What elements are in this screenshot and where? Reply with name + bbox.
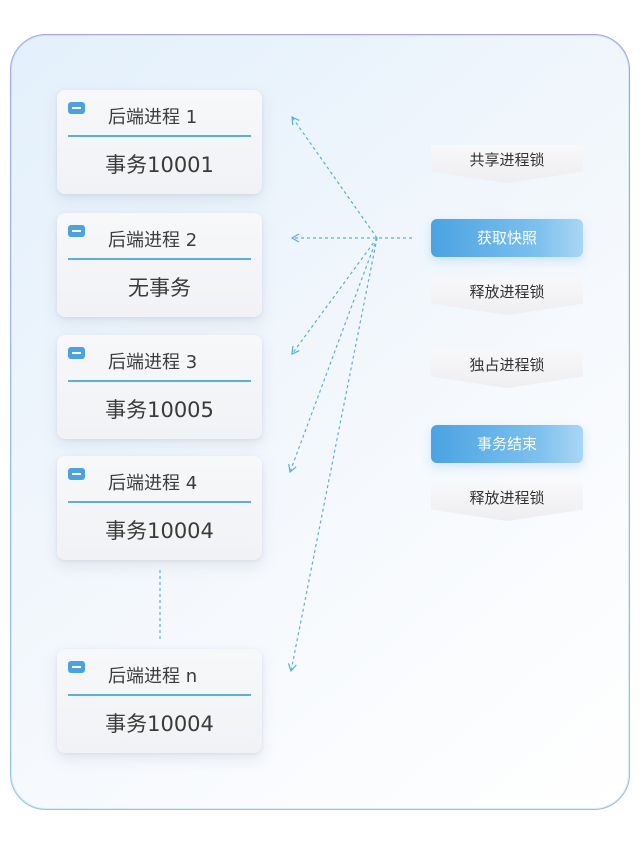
arrow-to-process-n: [287, 237, 378, 673]
divider: [68, 258, 251, 260]
process-title: 后端进程 1: [108, 107, 198, 128]
divider: [68, 501, 251, 503]
process-card-3: 后端进程 3 事务10005: [57, 335, 262, 439]
process-card-4: 后端进程 4 事务10004: [57, 456, 262, 560]
process-title: 后端进程 4: [108, 473, 198, 494]
process-card-n: 后端进程 n 事务10004: [57, 649, 262, 753]
collapse-icon: [68, 225, 85, 237]
arrow-to-process-3: [291, 237, 378, 355]
collapse-icon: [68, 347, 85, 359]
arrow-to-process-4: [288, 237, 378, 474]
divider: [68, 135, 251, 137]
process-transaction: 无事务: [128, 276, 191, 300]
process-title: 后端进程 n: [108, 666, 198, 687]
collapse-icon: [68, 661, 85, 673]
process-transaction: 事务10004: [105, 519, 214, 543]
divider: [68, 694, 251, 696]
collapse-icon: [68, 468, 85, 480]
process-card-1: 后端进程 1 事务10001: [57, 90, 262, 194]
divider: [68, 380, 251, 382]
arrow-to-process-1: [291, 116, 378, 239]
process-transaction: 事务10005: [105, 398, 214, 422]
step-get-snapshot: 获取快照: [431, 219, 583, 257]
process-transaction: 事务10001: [105, 153, 214, 177]
process-transaction: 事务10004: [105, 712, 214, 736]
collapse-icon: [68, 102, 85, 114]
process-card-2: 后端进程 2 无事务: [57, 213, 262, 317]
step-transaction-end: 事务结束: [431, 425, 583, 463]
process-title: 后端进程 3: [108, 352, 198, 373]
process-title: 后端进程 2: [108, 230, 198, 251]
